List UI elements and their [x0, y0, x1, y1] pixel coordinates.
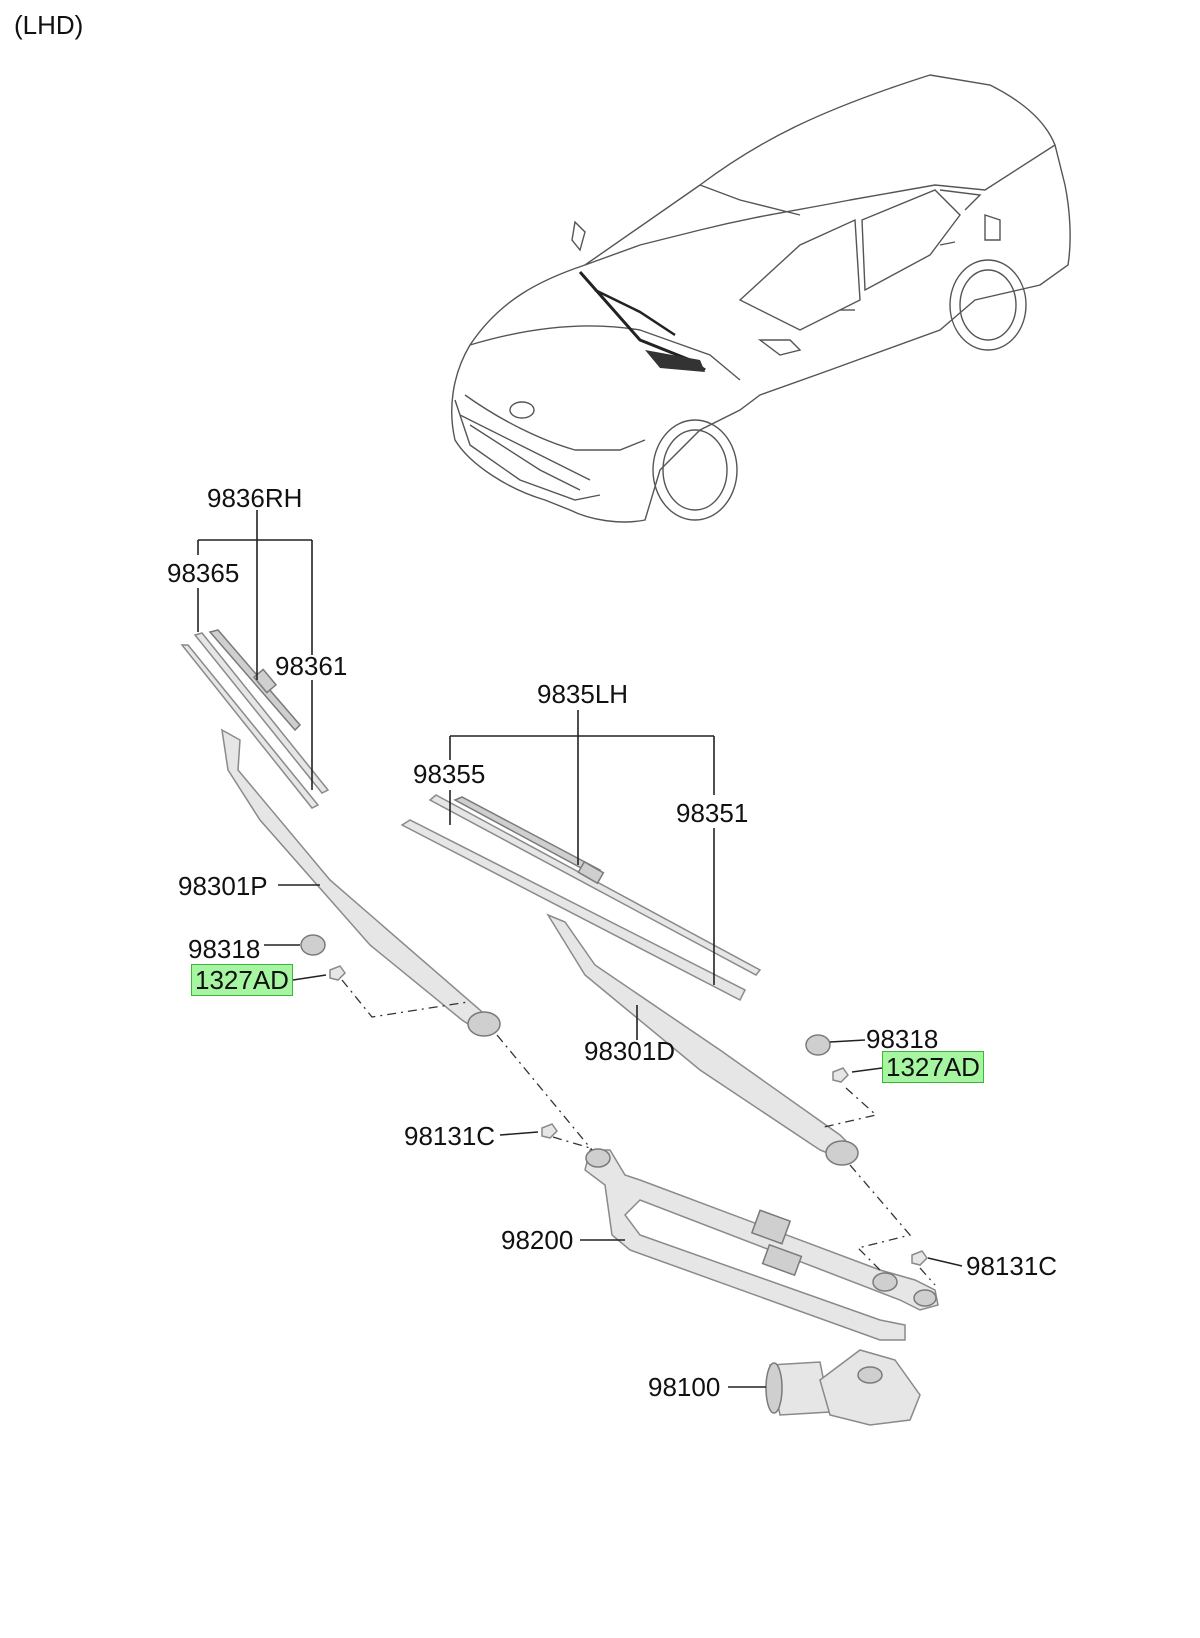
cap-left-shape [300, 934, 326, 956]
pivot-nut-left-shape [541, 1123, 558, 1139]
label-motor: 98100 [648, 1372, 721, 1402]
wiper-linkage [584, 1148, 939, 1341]
label-nut-right[interactable]: 1327AD [882, 1051, 984, 1083]
car-illustration [451, 74, 1071, 523]
label-rh-refill: 98365 [167, 558, 240, 588]
label-nut-left[interactable]: 1327AD [191, 964, 293, 996]
small-hardware [300, 934, 928, 1266]
leader-lines [197, 510, 963, 1388]
rh-blade-assembly [180, 629, 501, 1037]
cap-right-shape [805, 1034, 831, 1056]
label-lh-refill: 98355 [413, 759, 486, 789]
label-cap-right: 98318 [866, 1024, 939, 1054]
label-cap-left: 98318 [188, 934, 261, 964]
assembly-dash-lines [341, 979, 936, 1286]
label-lh-blade-assy: 9835LH [537, 679, 629, 709]
nut-right-shape [832, 1067, 849, 1083]
label-rh-blade: 98361 [275, 651, 348, 681]
wiper-motor [765, 1349, 921, 1426]
lh-blade-assembly [400, 794, 859, 1166]
label-passenger-arm: 98301P [178, 871, 268, 901]
label-pivot-nut-right: 98131C [966, 1251, 1058, 1281]
nut-left-shape [329, 965, 346, 981]
label-lh-blade: 98351 [676, 798, 749, 828]
variant-label: (LHD) [14, 10, 84, 40]
label-linkage: 98200 [501, 1225, 574, 1255]
label-driver-arm: 98301D [584, 1036, 676, 1066]
label-rh-blade-assy: 9836RH [207, 483, 303, 513]
pivot-nut-right-shape [911, 1250, 928, 1266]
label-pivot-nut-left: 98131C [404, 1121, 496, 1151]
